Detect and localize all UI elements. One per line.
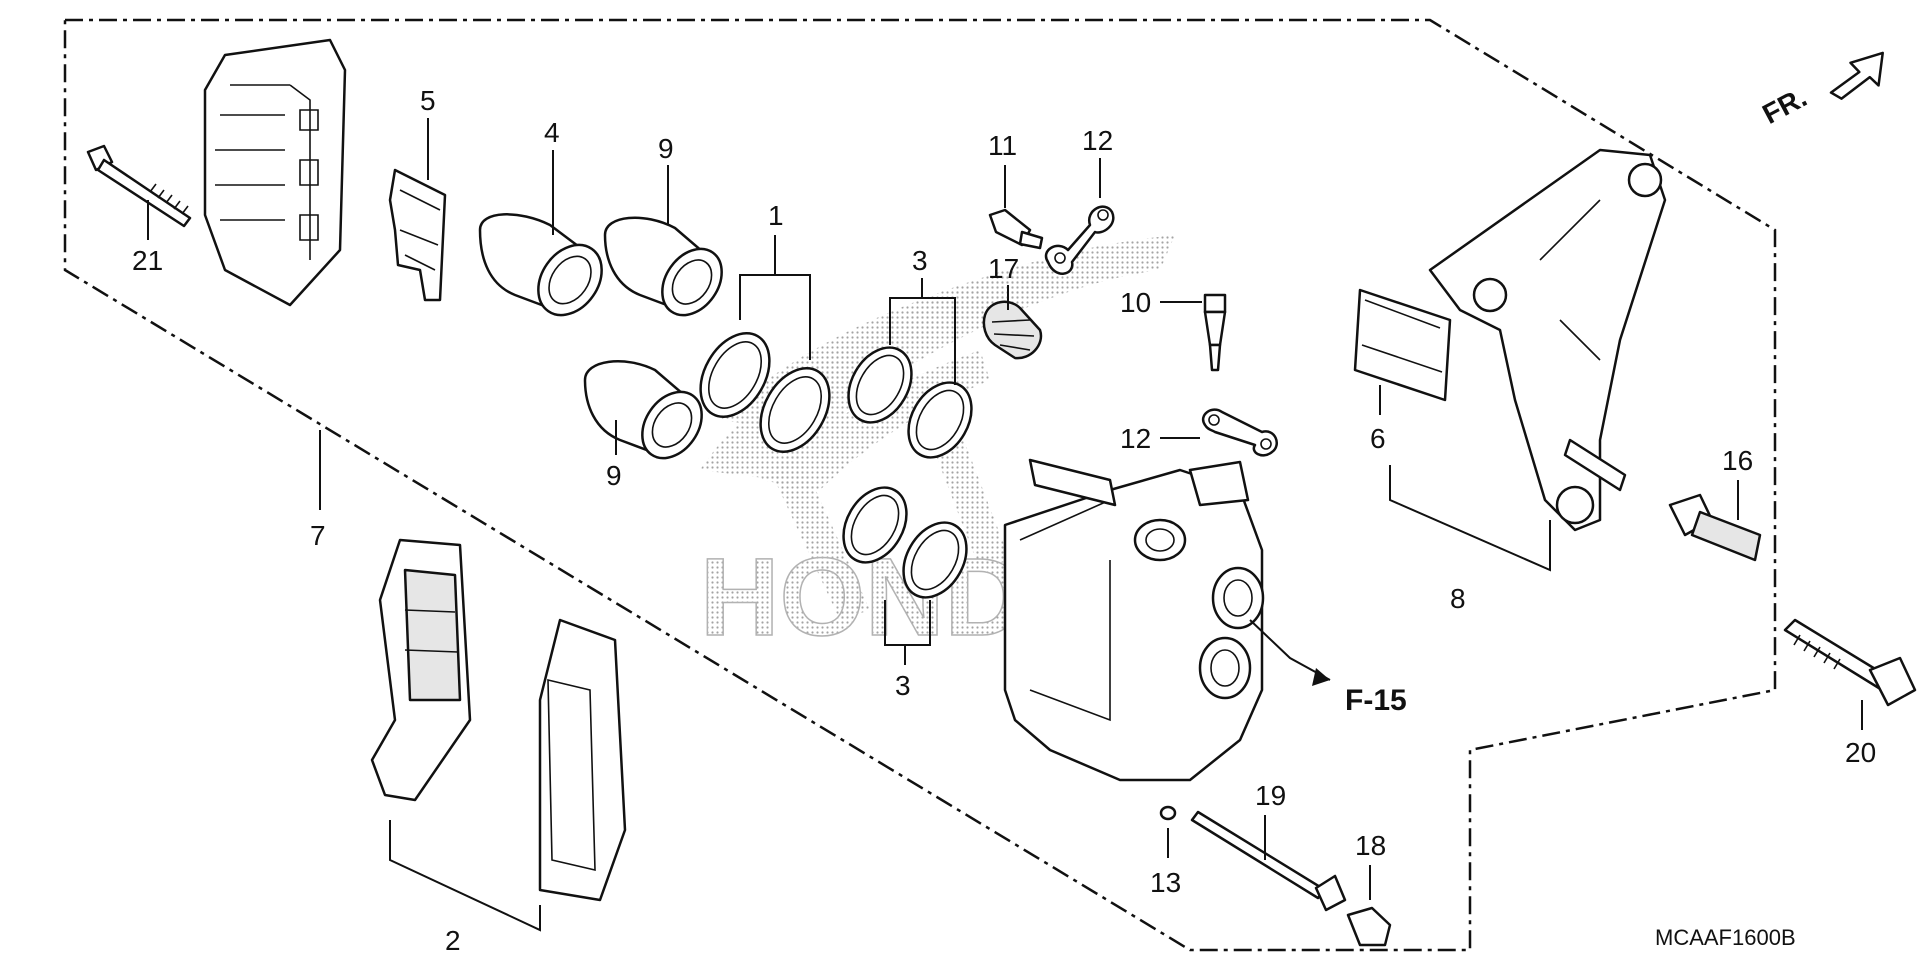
callout-8: 8 xyxy=(1450,583,1466,614)
leader-8 xyxy=(1389,465,1551,572)
callout-4: 4 xyxy=(544,117,560,148)
front-direction-indicator: FR. xyxy=(1757,51,1884,130)
leader-1 xyxy=(739,235,811,360)
part-18-pin-plug xyxy=(1346,906,1392,947)
front-direction-label: FR. xyxy=(1757,81,1811,130)
callout-11: 11 xyxy=(988,130,1017,161)
caliper-outer-half xyxy=(203,38,347,307)
callout-10: 10 xyxy=(1120,287,1151,318)
part-9-piston-lower xyxy=(583,360,703,460)
part-8-caliper-bracket xyxy=(1428,148,1667,532)
part-21-bolt xyxy=(86,144,192,228)
callout-16: 16 xyxy=(1722,445,1753,476)
callout-3-upper: 3 xyxy=(912,245,928,276)
callout-12-lower: 12 xyxy=(1120,423,1151,454)
part-4-piston xyxy=(478,213,603,317)
part-20-mounting-bolt xyxy=(1783,618,1917,707)
part-9-piston-upper xyxy=(603,216,723,317)
part-6-pad-retainer xyxy=(1353,288,1452,402)
part-3-seal-set-lower xyxy=(842,486,968,599)
part-1-piston-seal-set xyxy=(699,331,831,454)
part-19-pad-pin xyxy=(1190,810,1347,912)
part-17-boot xyxy=(982,300,1043,360)
callout-2: 2 xyxy=(445,925,461,956)
callout-7: 7 xyxy=(310,520,326,551)
callout-9-upper: 9 xyxy=(658,133,674,164)
part-13-washer xyxy=(1159,805,1177,821)
part-11-bleeder-cap xyxy=(988,208,1044,250)
diagram-code: MCAAF1600B xyxy=(1655,925,1796,950)
leader-2 xyxy=(389,820,541,932)
callout-18: 18 xyxy=(1355,830,1386,861)
part-16-pin-bolt xyxy=(1668,493,1762,562)
callout-13: 13 xyxy=(1150,867,1181,898)
callout-3-lower: 3 xyxy=(895,670,911,701)
callout-12-upper: 12 xyxy=(1082,125,1113,156)
reference-f15: F-15 xyxy=(1345,684,1407,717)
leader-3-upper xyxy=(889,278,956,385)
callout-9-lower: 9 xyxy=(606,460,622,491)
part-5-pad-spring xyxy=(388,168,447,302)
callout-19: 19 xyxy=(1255,780,1286,811)
part-12-link-lower xyxy=(1202,408,1278,457)
callout-17: 17 xyxy=(988,253,1019,284)
callout-5: 5 xyxy=(420,85,436,116)
leader-3-lower xyxy=(884,600,931,665)
assembly-frame xyxy=(63,18,1777,952)
callout-1: 1 xyxy=(768,200,784,231)
caliper-body xyxy=(1003,458,1265,782)
callout-21: 21 xyxy=(132,245,163,276)
part-3-seal-set-upper xyxy=(847,346,973,459)
part-2-brake-pads xyxy=(370,538,627,902)
callout-6: 6 xyxy=(1370,423,1386,454)
f15-arrow-icon xyxy=(1312,668,1330,686)
part-12-link-upper xyxy=(1044,205,1115,275)
callout-20: 20 xyxy=(1845,737,1876,768)
front-arrow-icon xyxy=(1829,51,1884,100)
part-10-bleeder xyxy=(1203,293,1227,372)
